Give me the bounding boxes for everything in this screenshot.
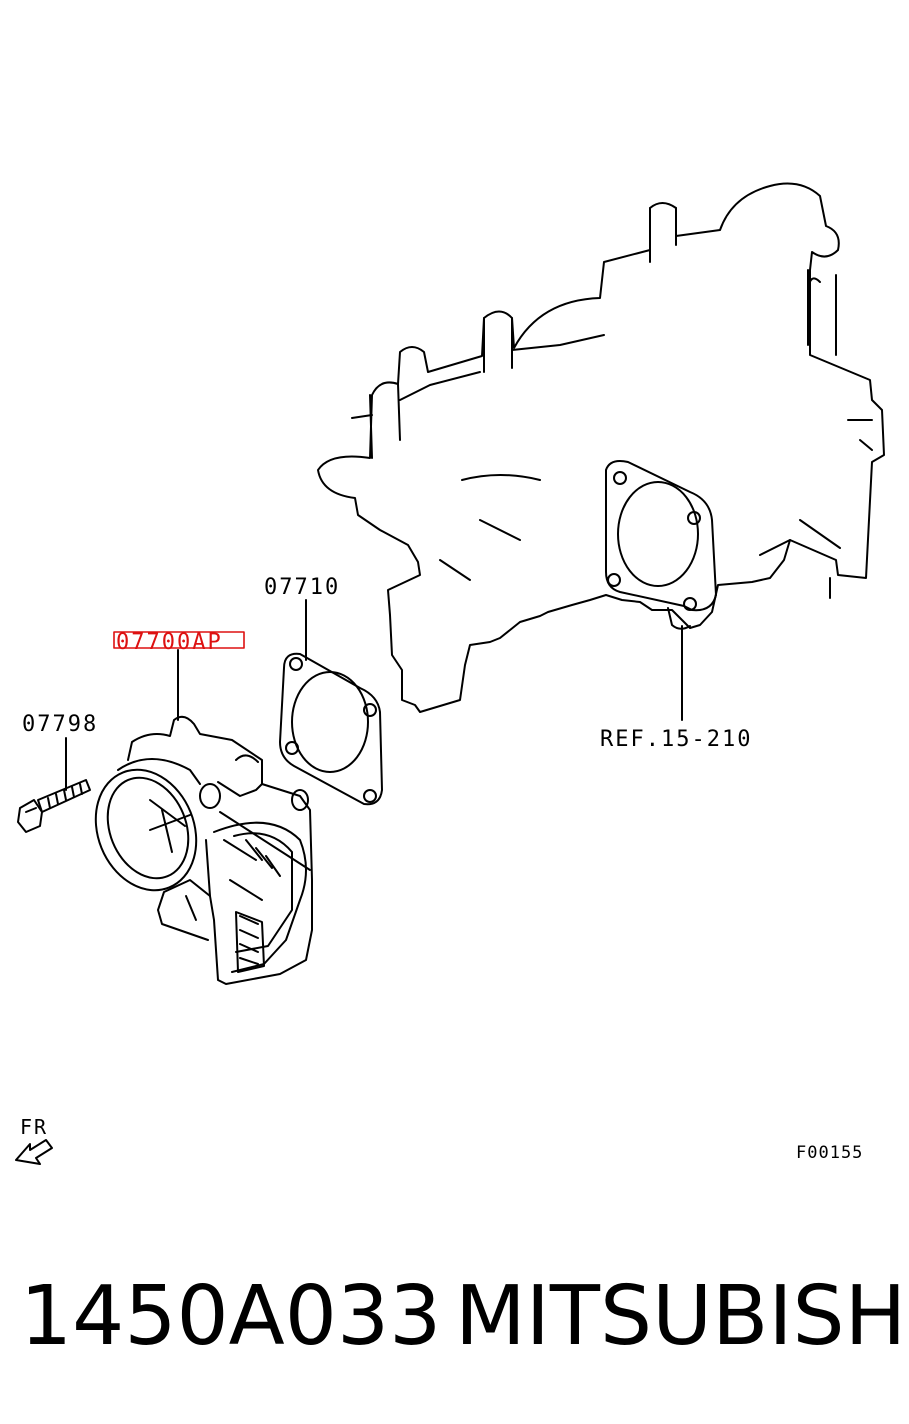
callout-bolt: 07798 [22,712,98,737]
intake-manifold-outline [317,182,885,713]
front-marker: FR [15,1115,53,1165]
throttle-body [94,715,313,985]
callout-gasket: 07710 [264,575,340,600]
front-marker-label: FR [20,1115,48,1139]
figure-code: F00155 [796,1143,863,1163]
exploded-view-drawing: 07700AP 07710 07798 REF.15-210 FR F00155 [15,182,885,1165]
front-arrow-icon [15,1139,53,1165]
leader-lines [65,599,683,791]
callout-highlight-box [113,631,245,649]
part-number: 1450A033 [20,1269,442,1364]
brand-name: MITSUBISHI [455,1269,909,1364]
throttle-gasket [279,652,383,806]
callout-throttle-body: 07700AP [116,630,223,655]
callout-manifold-ref: REF.15-210 [600,727,752,752]
mounting-bolt [17,779,91,833]
